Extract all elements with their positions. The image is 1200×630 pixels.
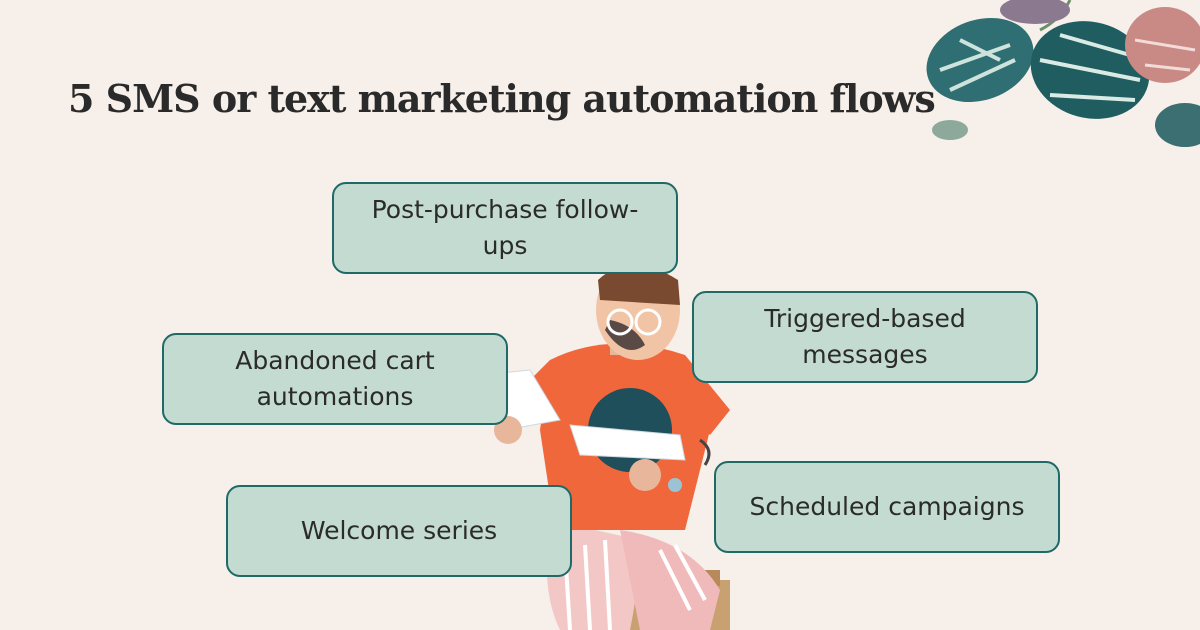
flow-label: Scheduled campaigns (749, 492, 1025, 521)
flow-triggered-based: Triggered-based messages (692, 291, 1038, 383)
flow-label: Post-purchase follow-ups (371, 195, 639, 260)
flow-label: Abandoned cart automations (235, 346, 435, 411)
flow-abandoned-cart: Abandoned cart automations (162, 333, 508, 425)
flow-scheduled-campaigns: Scheduled campaigns (714, 461, 1060, 553)
page-title: 5 SMS or text marketing automation flows (68, 76, 936, 121)
flow-welcome-series: Welcome series (226, 485, 572, 577)
monstera-leaves-icon (926, 0, 1200, 147)
flow-label: Triggered-based messages (764, 304, 966, 369)
flow-post-purchase: Post-purchase follow-ups (332, 182, 678, 274)
flow-label: Welcome series (300, 516, 498, 545)
